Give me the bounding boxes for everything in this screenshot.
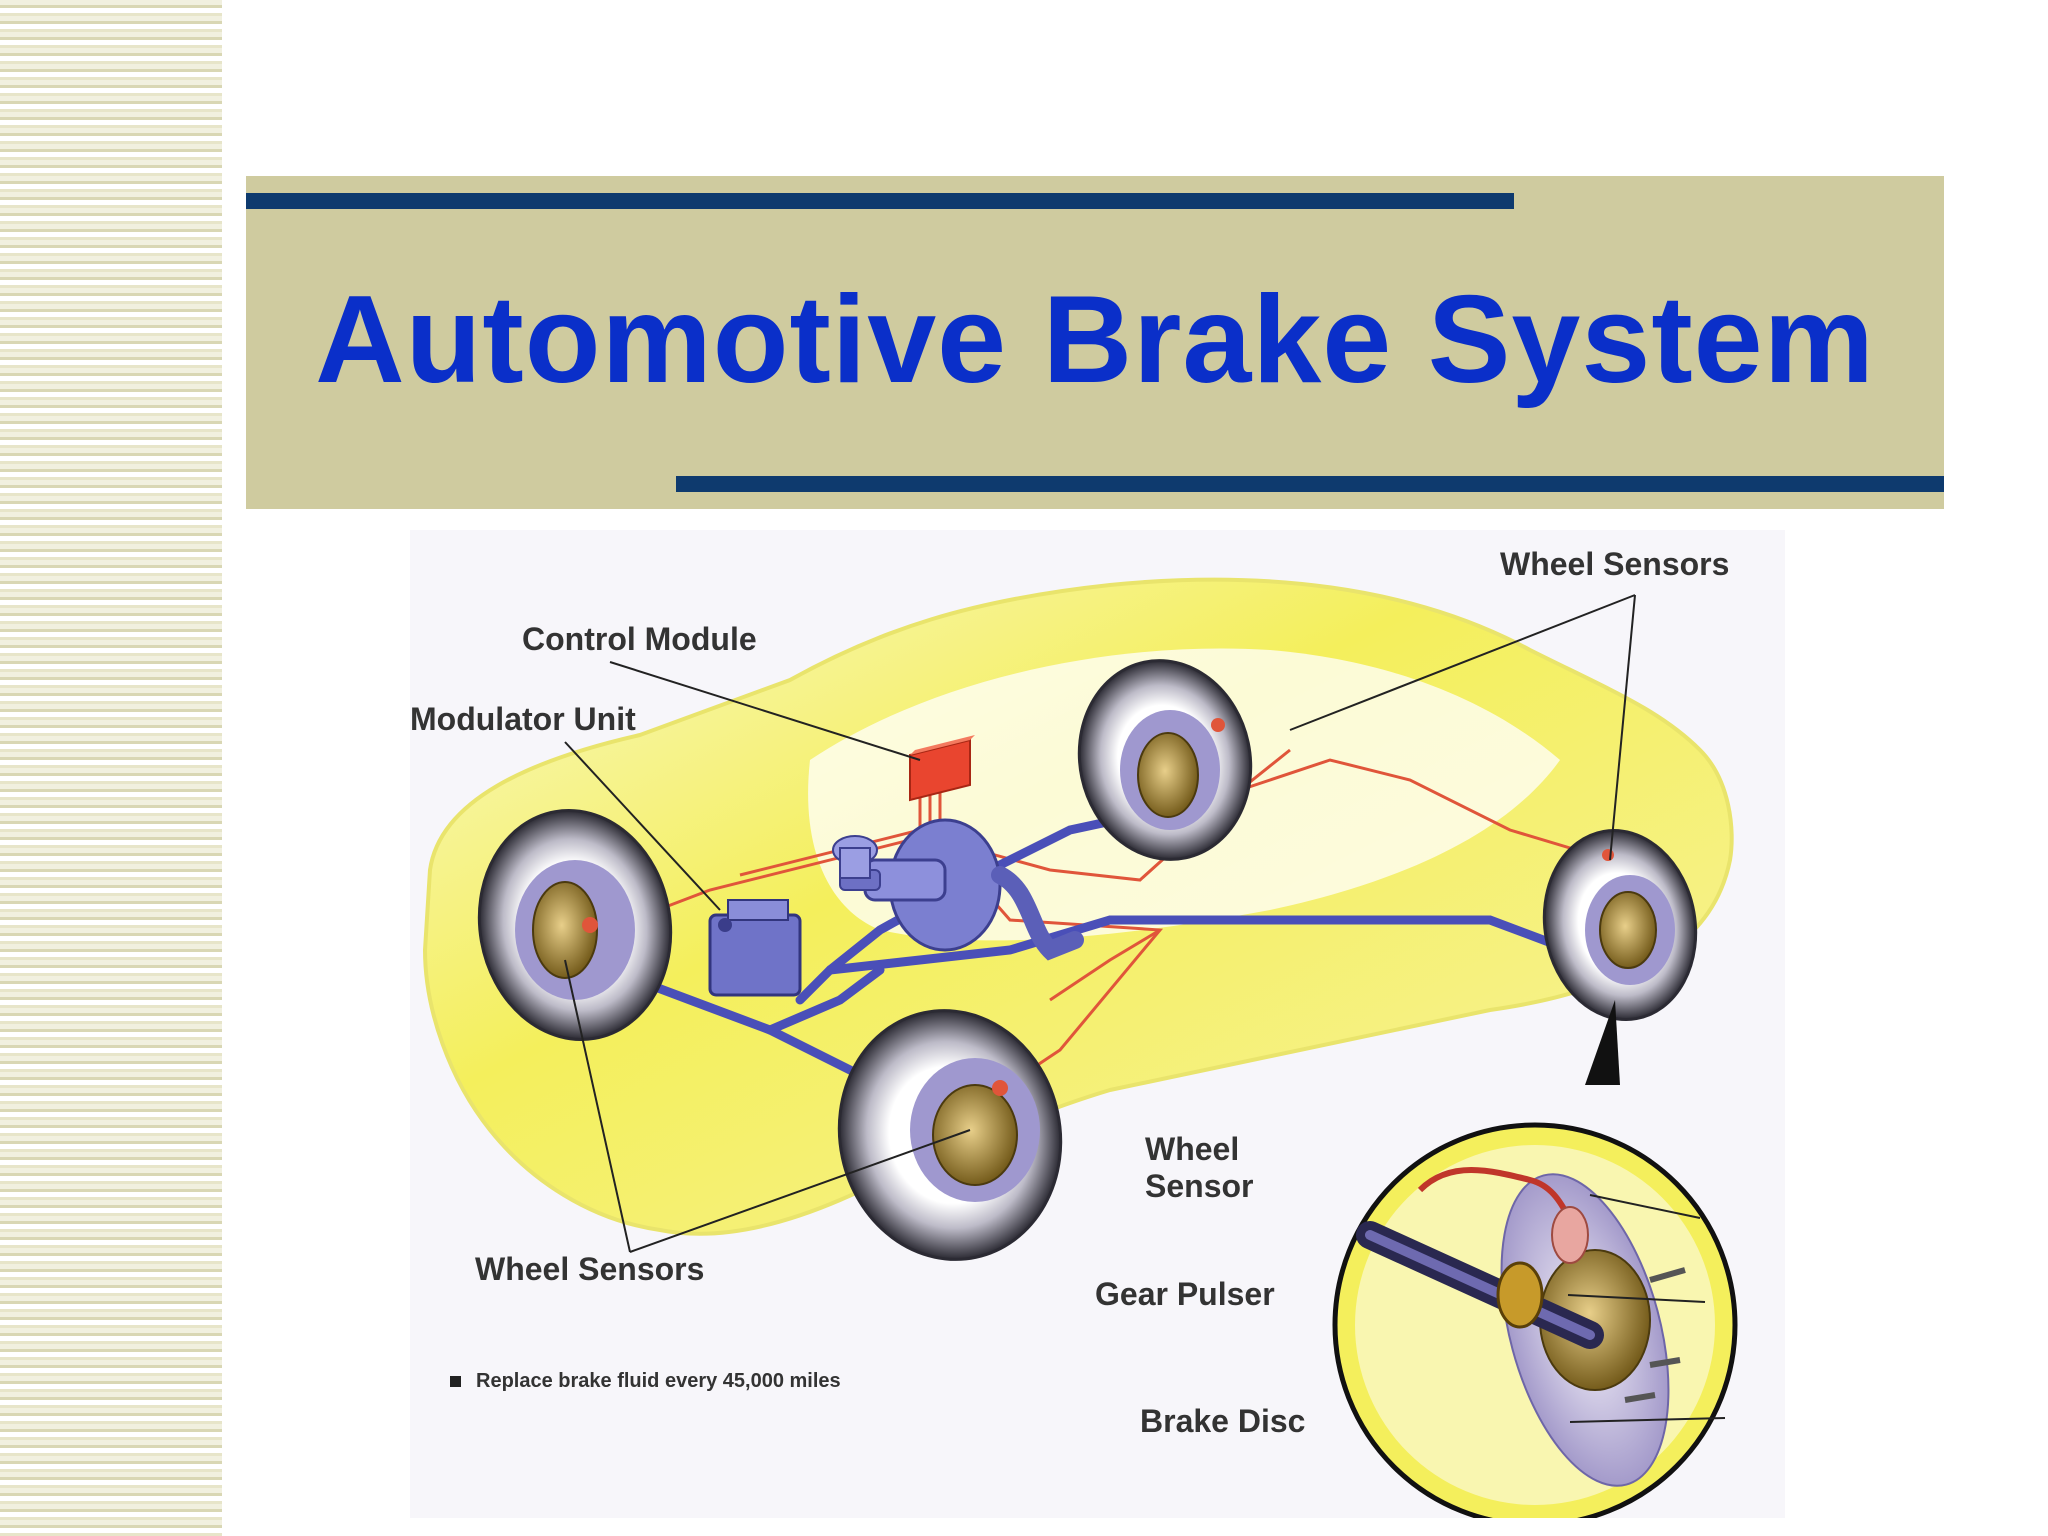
striped-sidebar <box>0 0 222 1536</box>
label-gear-pulser: Gear Pulser <box>1095 1276 1275 1312</box>
wheel-rear-left <box>1077 659 1253 861</box>
brake-system-diagram: Wheel Sensors Control Module Modulator U… <box>410 530 1785 1518</box>
label-modulator-unit: Modulator Unit <box>410 701 636 737</box>
wheel-front-right <box>837 1009 1063 1261</box>
label-wheel-sensors-bottom: Wheel Sensors <box>475 1251 704 1287</box>
wheel-front-left <box>477 809 673 1041</box>
label-brake-disc: Brake Disc <box>1140 1403 1305 1439</box>
label-wheel-sensor-line1: Wheel <box>1145 1131 1239 1167</box>
note-bullet <box>450 1376 461 1387</box>
label-wheel-sensor-line2: Sensor <box>1145 1168 1253 1204</box>
modulator-unit <box>708 899 802 997</box>
label-wheel-sensors-top: Wheel Sensors <box>1500 546 1729 582</box>
detail-callout-wedge <box>1585 1000 1620 1085</box>
title-rule-top <box>246 193 1514 209</box>
slide-title: Automotive Brake System <box>315 271 1875 409</box>
master-cylinder-booster <box>832 818 1084 961</box>
note-brake-fluid: Replace brake fluid every 45,000 miles <box>476 1370 841 1392</box>
title-band <box>246 176 1944 509</box>
wheel-rear-right <box>1542 829 1698 1021</box>
leader-lines <box>564 594 1726 1423</box>
label-control-module: Control Module <box>522 621 757 657</box>
wheel-sensor-detail <box>1332 1122 1738 1518</box>
brake-system-illustration: Wheel Sensors Control Module Modulator U… <box>410 530 1785 1518</box>
title-rule-bottom <box>676 476 1944 492</box>
control-module-box <box>909 735 975 802</box>
